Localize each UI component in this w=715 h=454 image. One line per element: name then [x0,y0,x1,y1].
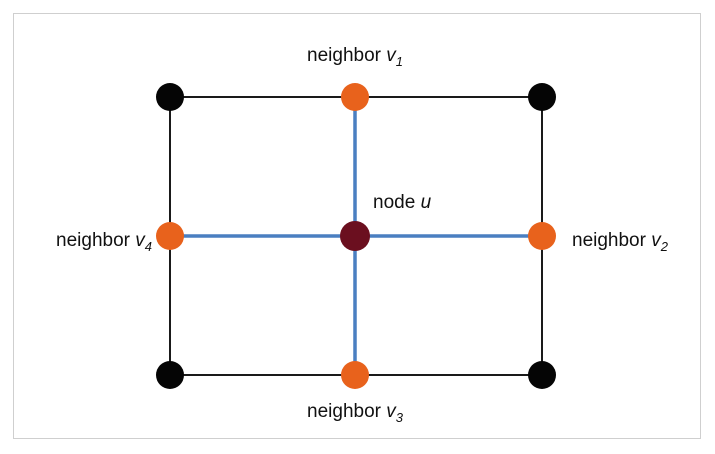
label-neighbor-v4: neighbor v4 [56,230,152,254]
neighbor-node-v2 [528,222,556,250]
corner-node-bottom-right [528,361,556,389]
corner-node-bottom-left [156,361,184,389]
label-neighbor-v2: neighbor v2 [572,230,669,254]
label-neighbor-v1: neighbor v1 [307,45,403,69]
neighbor-node-v4 [156,222,184,250]
corner-node-top-right [528,83,556,111]
label-neighbor-v3: neighbor v3 [307,401,404,425]
center-node-u [340,221,370,251]
neighbor-node-v3 [341,361,369,389]
corner-node-top-left [156,83,184,111]
neighbor-node-v1 [341,83,369,111]
label-node-u: node u [373,192,432,213]
